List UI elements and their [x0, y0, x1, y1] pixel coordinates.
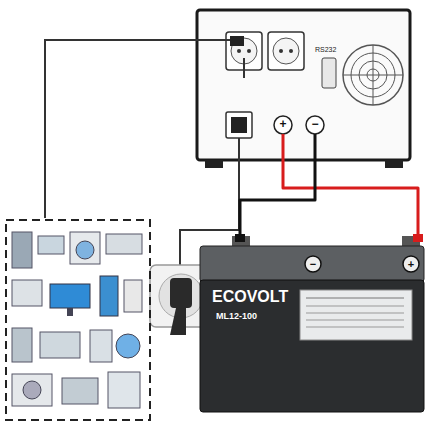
- terminal-sign: −: [310, 258, 316, 270]
- terminal-sign: +: [279, 118, 286, 131]
- cable-clamp: [413, 234, 423, 242]
- terminal-sign: +: [408, 258, 414, 270]
- battery-body: [200, 236, 424, 412]
- foot: [385, 160, 403, 168]
- plug: [230, 36, 244, 46]
- appliances-frame: [6, 220, 150, 420]
- foot: [205, 160, 223, 168]
- red-cable: [283, 160, 418, 236]
- black-wire: [314, 134, 317, 160]
- rs232-port: [322, 58, 336, 88]
- input-socket: [226, 112, 252, 138]
- inverter-box: RS232: [197, 10, 410, 160]
- inverter-body: [197, 10, 410, 160]
- node-subtitle: ML12-100: [216, 312, 257, 322]
- appliance-icons: [12, 232, 142, 408]
- cable-clamp: [235, 234, 245, 242]
- fan-grille: [343, 45, 403, 105]
- terminal-sign: −: [311, 118, 318, 131]
- terminal: [274, 116, 292, 134]
- output-sockets: [226, 32, 304, 70]
- appliance-cord: [45, 40, 244, 218]
- black-cable: [240, 160, 315, 236]
- input-plug: [231, 117, 247, 133]
- node-title: ECOVOLT: [212, 288, 288, 306]
- node-title: RS232: [315, 46, 336, 54]
- red-wire: [282, 134, 285, 160]
- terminal: [306, 116, 324, 134]
- battery-box: ECOVOLT ML12-100: [200, 246, 424, 412]
